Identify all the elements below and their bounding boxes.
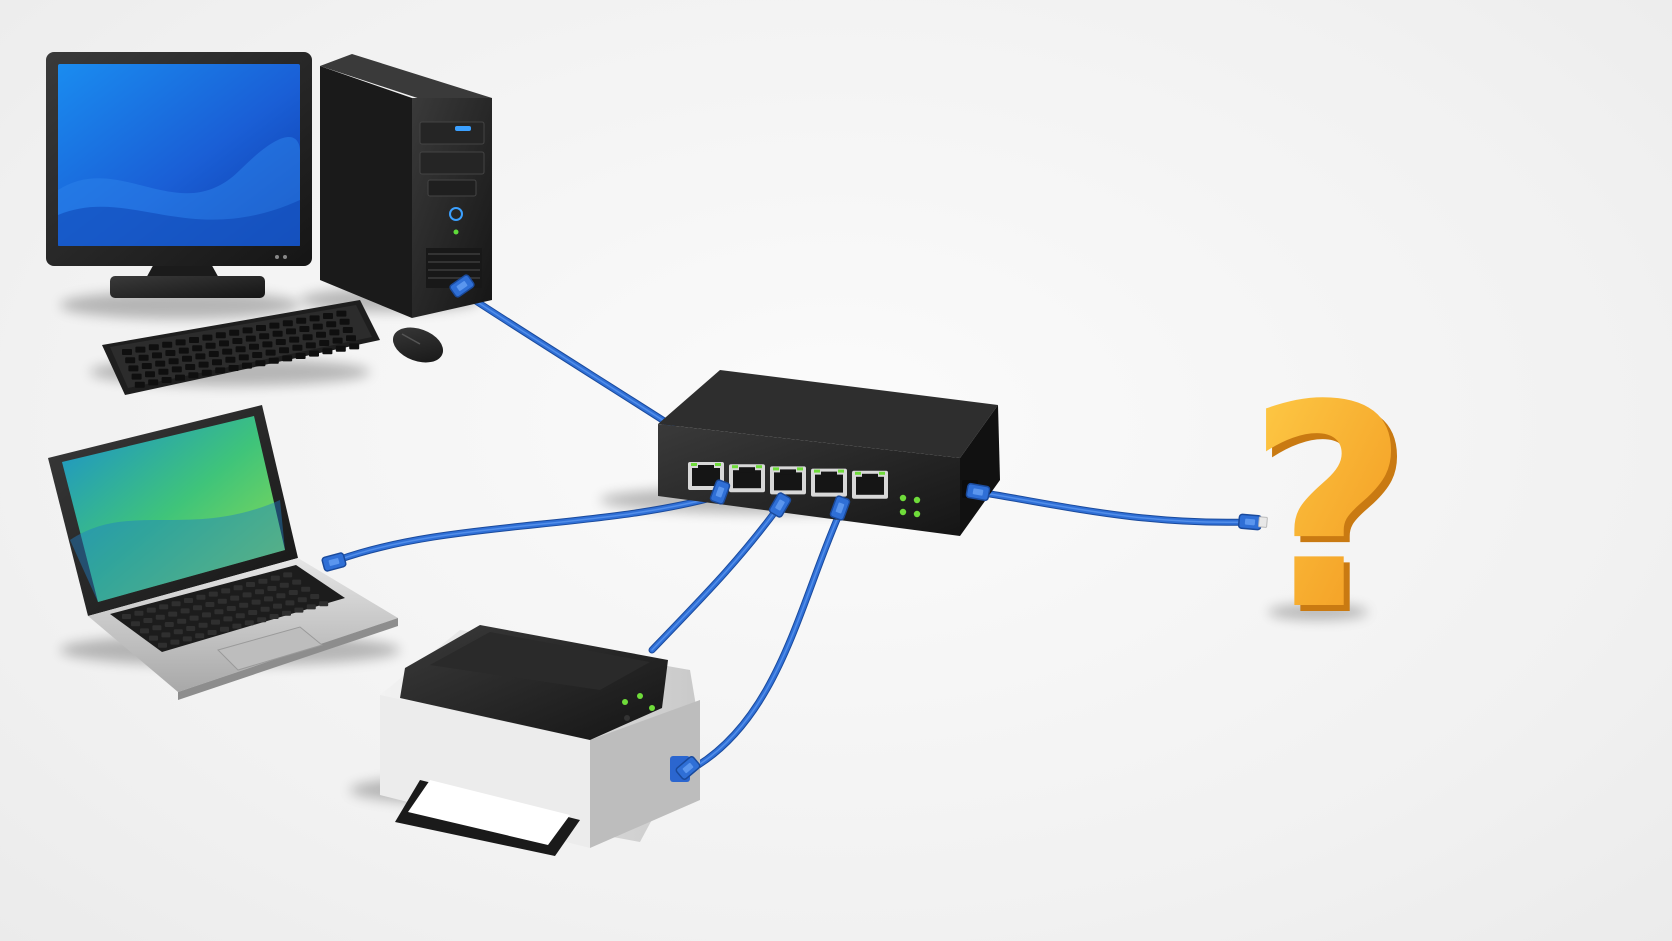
question-mark-symbol: ? bbox=[1247, 346, 1409, 672]
rj45-plug bbox=[675, 756, 701, 780]
rj45-plug bbox=[965, 482, 991, 502]
ethernet-cable bbox=[686, 504, 846, 774]
power-button-icon bbox=[449, 207, 463, 221]
ethernet-cable bbox=[334, 491, 726, 564]
rj45-plug bbox=[449, 274, 475, 298]
rj45-plug bbox=[709, 479, 731, 505]
printer bbox=[380, 625, 700, 856]
rj45-plug bbox=[321, 552, 347, 572]
laptop bbox=[48, 405, 398, 700]
network-switch bbox=[658, 370, 1000, 536]
switch-port bbox=[852, 470, 888, 499]
switch-port bbox=[688, 462, 724, 490]
question-mark-icon: ? ? bbox=[1247, 346, 1415, 678]
switch-port bbox=[811, 468, 847, 497]
paper-sheet bbox=[408, 780, 570, 845]
switch-port bbox=[770, 466, 806, 495]
cable-plugs bbox=[321, 274, 1268, 780]
ethernet-cable bbox=[974, 488, 1252, 526]
switch-status-leds bbox=[899, 494, 921, 518]
switch-port bbox=[729, 464, 765, 493]
rj45-plug bbox=[829, 495, 851, 521]
printer-status-lights bbox=[622, 693, 655, 721]
svg-text:?: ? bbox=[1253, 352, 1415, 678]
desktop-monitor bbox=[46, 52, 312, 298]
ethernet-cable bbox=[648, 501, 784, 654]
keyboard bbox=[102, 300, 380, 395]
ethernet-cable bbox=[458, 288, 676, 430]
rj45-plug-tip bbox=[1258, 516, 1268, 528]
mouse bbox=[392, 327, 444, 363]
laptop-screen bbox=[62, 416, 285, 602]
desktop-tower bbox=[320, 54, 492, 318]
cables bbox=[334, 288, 1252, 774]
desktop-computer bbox=[46, 52, 492, 395]
rj45-plug bbox=[768, 492, 792, 518]
